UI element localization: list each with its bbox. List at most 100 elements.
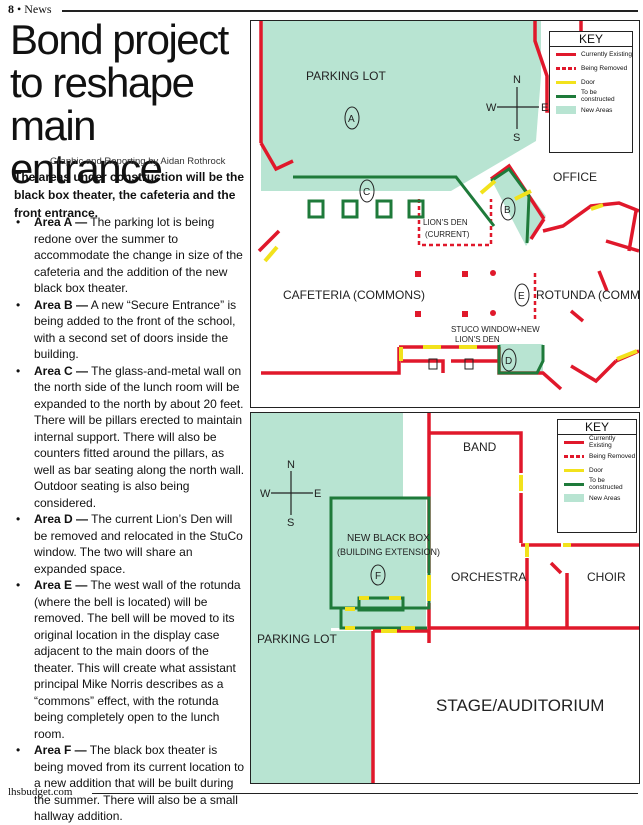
construct-swatch-icon — [556, 94, 576, 98]
marker-f: F — [375, 571, 381, 582]
area-name: Area D — — [34, 512, 89, 526]
byline: Graphic and Reporting by Aidan Rothrock — [50, 156, 226, 167]
pillar — [490, 310, 496, 316]
wall — [261, 347, 401, 375]
label-black-box-2: (BUILDING EXTENSION) — [337, 547, 440, 557]
label-black-box-1: NEW BLACK BOX — [347, 533, 430, 544]
bullet-icon: • — [16, 297, 21, 312]
key-row-door: Door — [550, 75, 632, 89]
pillar — [462, 311, 468, 317]
door-swatch-icon — [556, 80, 576, 84]
marker-a-circle — [344, 106, 360, 130]
key-label: Door — [581, 78, 596, 86]
section-name: News — [24, 2, 52, 16]
map-black-box-drawing: N S W E F BAND NEW BLACK BOX (BUILDING E… — [251, 413, 639, 783]
marker-e-circle — [514, 283, 530, 307]
new-hallway — [357, 596, 405, 612]
marker-c: C — [363, 187, 370, 198]
new-wall — [490, 166, 531, 244]
area-name: Area B — — [34, 297, 89, 312]
list-item: •Area C — The glass-and-metal wall on th… — [14, 363, 246, 512]
door — [616, 349, 638, 361]
label-stage: STAGE/AUDITORIUM — [436, 696, 604, 715]
parking-lot-area — [261, 21, 541, 191]
new-area-swatch-icon — [564, 494, 584, 502]
restroom-icon — [428, 358, 438, 370]
list-item: • Area A — The parking lot is being redon… — [14, 214, 246, 297]
wall — [627, 210, 638, 252]
construct-swatch-icon — [564, 482, 584, 486]
new-wall — [339, 608, 427, 630]
compass-rose-2 — [271, 471, 313, 515]
new-pillar — [407, 199, 425, 219]
new-pillar — [307, 199, 325, 219]
new-pillar — [341, 199, 359, 219]
marker-f-circle — [370, 564, 386, 586]
key-label: New Areas — [581, 106, 613, 114]
header-rule — [62, 10, 638, 12]
label-lions-den-current-2: (CURRENT) — [425, 230, 470, 239]
area-text: The west wall of the rotunda (where the … — [34, 578, 241, 741]
footer-url: lhsbudget.com — [8, 786, 73, 798]
wall — [569, 309, 585, 323]
pillar — [415, 311, 421, 317]
area-name: Area A — — [34, 215, 88, 229]
wall — [597, 270, 609, 292]
area-text: The parking lot is being redone over the… — [34, 215, 243, 295]
key-label: Currently Existing — [589, 435, 616, 449]
key-label: To be constructed — [589, 477, 623, 491]
wall — [401, 359, 445, 373]
wall — [605, 239, 639, 253]
area-name: Area F — — [34, 743, 87, 757]
area-text: The glass-and-metal wall on the north si… — [34, 363, 245, 510]
existing-swatch-icon — [556, 52, 576, 56]
black-box-area — [331, 498, 426, 628]
bullet-icon: • — [16, 578, 21, 592]
wall — [257, 229, 281, 253]
key-row-construct: To be constructed — [550, 89, 632, 103]
pillar — [415, 271, 421, 277]
header-dot: • — [17, 2, 22, 16]
parking-lot-area-2 — [251, 413, 403, 783]
footer-rule — [92, 793, 638, 794]
label-orchestra: ORCHESTRA — [451, 570, 526, 584]
marker-b-circle — [500, 197, 516, 221]
intro-paragraph: The areas under construction will be the… — [14, 170, 245, 220]
compass-s: S — [513, 132, 520, 144]
marker-a: A — [348, 114, 355, 125]
area-text: The current Lion’s Den will be removed a… — [34, 512, 243, 576]
key-label: Door — [589, 466, 604, 474]
pillar — [490, 270, 496, 276]
map-black-box: N S W E F BAND NEW BLACK BOX (BUILDING E… — [250, 412, 640, 784]
bullet-icon: • — [16, 215, 21, 229]
black-box-walls — [329, 496, 431, 610]
key-row-new-areas: New Areas — [558, 491, 636, 505]
new-wall — [293, 175, 496, 227]
wall — [570, 359, 618, 384]
wall — [529, 218, 546, 240]
key-label: New Areas — [589, 494, 621, 502]
removed-swatch-icon — [564, 454, 584, 458]
map-key-2: KEY Currently Existing Being Removed Doo… — [557, 419, 637, 533]
label-lions-den-current-1: LION'S DEN — [423, 218, 468, 227]
marker-b: B — [504, 205, 511, 216]
wall — [429, 431, 523, 473]
compass-s: S — [287, 517, 294, 529]
page-number: 8 — [8, 2, 14, 16]
list-item: •Area B — A new “Secure Entrance” is bei… — [14, 297, 246, 363]
new-area-swatch-icon — [556, 106, 576, 114]
area-name: Area C — — [34, 363, 89, 378]
new-wall — [497, 345, 545, 375]
bullet-icon: • — [16, 743, 21, 757]
restroom-icon — [464, 358, 474, 370]
compass-w: W — [260, 488, 271, 500]
label-band: BAND — [463, 440, 497, 454]
list-item: •Area E — The west wall of the rotunda (… — [14, 577, 246, 742]
compass-w: W — [486, 102, 497, 114]
label-parking-lot-2: PARKING LOT — [257, 632, 337, 646]
door — [590, 203, 604, 211]
key-title: KEY — [550, 32, 632, 47]
door-swatch-icon — [564, 468, 584, 472]
map-key: KEY Currently Existing Being Removed Doo… — [549, 31, 633, 153]
marker-d-circle — [501, 348, 517, 372]
